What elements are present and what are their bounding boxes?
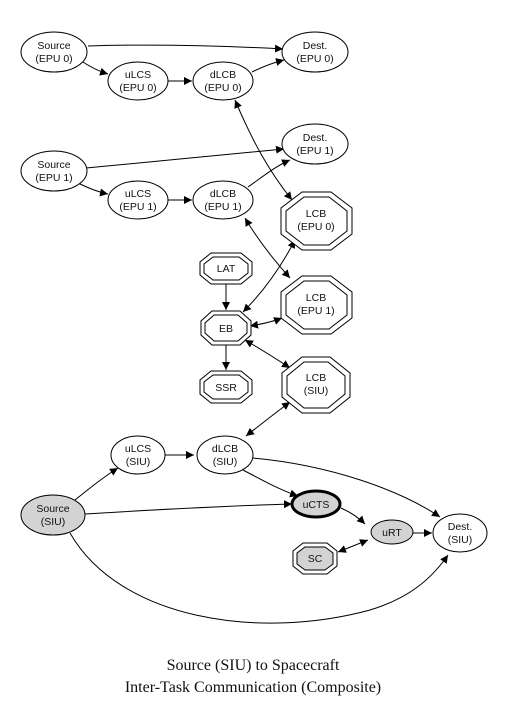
- node-lat: LAT: [199, 252, 253, 285]
- node-label: dLCB: [212, 443, 238, 455]
- node-label: (EPU 1): [204, 201, 241, 213]
- node-label: (SIU): [126, 456, 151, 468]
- node-label: Dest.: [303, 40, 328, 52]
- edge-eb-lcb0: [242, 239, 296, 313]
- node-label: (EPU 0): [119, 82, 156, 94]
- edge-ucts-urt: [340, 507, 366, 525]
- node-source-siu: Source (SIU): [20, 494, 86, 536]
- node-label: (EPU 0): [297, 221, 334, 233]
- node-label: dLCB: [210, 188, 236, 200]
- caption-line-2: Inter-Task Communication (Composite): [125, 679, 381, 696]
- node-label: (EPU 1): [119, 201, 156, 213]
- edge-dlcbsiu-destsiu: [252, 457, 441, 518]
- edge-dlcbsiu-lcbsiu: [245, 401, 291, 437]
- node-label: Source: [37, 40, 70, 52]
- edge-dlcbsiu-ucts: [242, 469, 299, 498]
- node-dest-epu1: Dest. (EPU 1): [281, 123, 349, 165]
- edge-src1-dest1: [85, 145, 285, 169]
- node-source-epu0: Source (EPU 0): [20, 31, 88, 73]
- node-label: (SIU): [448, 534, 473, 546]
- node-lcb-epu0: LCB (EPU 0): [280, 191, 353, 251]
- edge-src0-ulcs0: [79, 59, 109, 76]
- node-label: (EPU 1): [296, 145, 333, 157]
- edge-dlcb0-lcb0: [234, 99, 293, 201]
- node-label: SSR: [215, 382, 237, 394]
- node-lcb-epu1: LCB (EPU 1): [280, 275, 353, 335]
- node-label: Source: [36, 503, 69, 515]
- node-urt: uRT: [370, 519, 414, 545]
- node-label: LAT: [217, 263, 236, 275]
- node-label: (EPU 0): [35, 53, 72, 65]
- node-label: (SIU): [41, 516, 66, 528]
- edge-srcsiu-destsiu: [69, 532, 449, 624]
- node-lcb-siu: LCB (SIU): [281, 356, 351, 414]
- edge-src1-ulcs1: [77, 182, 109, 197]
- edge-src0-dest0: [87, 44, 284, 53]
- edge-sc-urt: [337, 539, 369, 553]
- node-label: Source: [37, 159, 70, 171]
- node-label: (SIU): [304, 385, 329, 397]
- node-dlcb-epu0: dLCB (EPU 0): [192, 61, 254, 101]
- node-ulcs-siu: uLCS (SIU): [110, 435, 166, 475]
- node-sc: SC: [292, 542, 338, 575]
- node-dest-epu0: Dest. (EPU 0): [281, 31, 349, 73]
- node-ssr: SSR: [199, 370, 253, 404]
- node-label: dLCB: [210, 69, 236, 81]
- node-label: SC: [308, 553, 323, 565]
- node-ulcs-epu1: uLCS (EPU 1): [107, 180, 169, 220]
- node-label: Dest.: [303, 132, 328, 144]
- edge-srcsiu-ucts: [84, 500, 293, 515]
- edge-srcsiu-ulcssiu: [74, 467, 119, 501]
- node-label: uLCS: [125, 69, 151, 81]
- caption-line-1: Source (SIU) to Spacecraft: [167, 657, 340, 674]
- node-label: (EPU 1): [35, 172, 72, 184]
- node-ulcs-epu0: uLCS (EPU 0): [107, 61, 169, 101]
- node-label: LCB: [306, 292, 326, 304]
- node-ucts: uCTS: [290, 489, 342, 519]
- node-label: (EPU 0): [204, 82, 241, 94]
- edge-dlcb1-dest1: [247, 159, 291, 188]
- nodes: Source (EPU 0) Dest. (EPU 0) uLCS (EPU 0…: [20, 31, 488, 575]
- node-label: LCB: [306, 372, 326, 384]
- node-eb: EB: [200, 310, 252, 346]
- node-label: (SIU): [213, 456, 238, 468]
- edge-eb-lcb1: [249, 317, 283, 329]
- node-label: EB: [219, 323, 233, 335]
- node-label: Dest.: [448, 521, 473, 533]
- node-label: (EPU 0): [296, 53, 333, 65]
- node-label: (EPU 1): [297, 305, 334, 317]
- node-dlcb-epu1: dLCB (EPU 1): [192, 180, 254, 220]
- node-label: uRT: [382, 527, 402, 539]
- edges: [69, 44, 449, 624]
- node-dest-siu: Dest. (SIU): [432, 513, 488, 553]
- node-label: LCB: [306, 208, 326, 220]
- edge-eb-lcbsiu: [244, 339, 291, 369]
- edge-dlcb0-dest0: [251, 58, 285, 73]
- node-source-epu1: Source (EPU 1): [20, 150, 88, 192]
- node-label: uLCS: [125, 443, 151, 455]
- node-label: uLCS: [125, 188, 151, 200]
- node-label: uCTS: [303, 499, 330, 511]
- node-dlcb-siu: dLCB (SIU): [196, 435, 254, 475]
